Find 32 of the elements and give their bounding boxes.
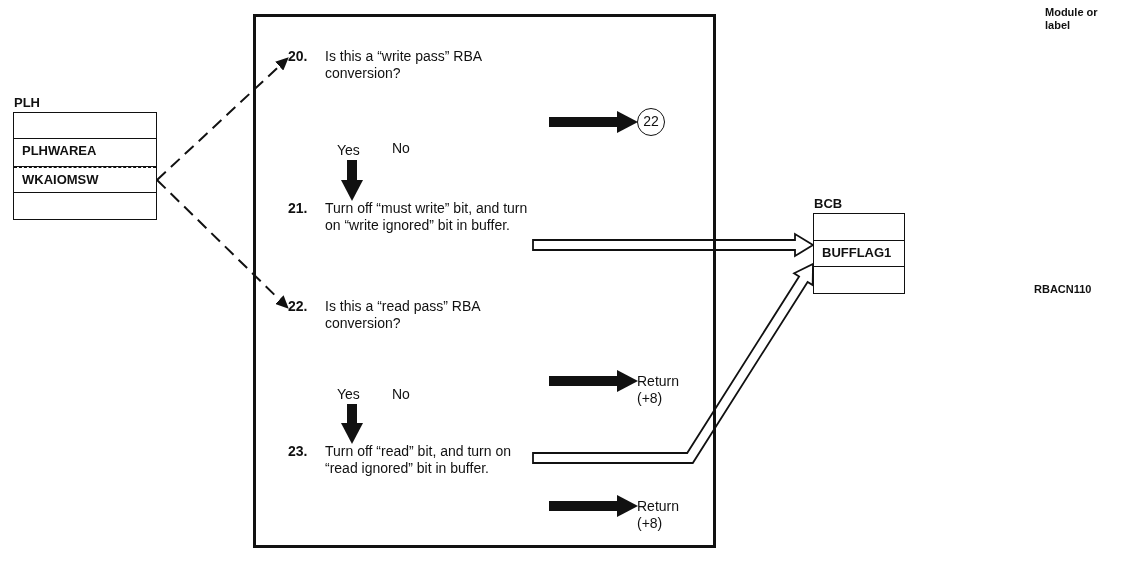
- step-number: 21.: [288, 200, 308, 216]
- field-row: WKAIOMSW: [14, 166, 156, 193]
- hollow-arrow: [532, 232, 815, 258]
- module-frame: [253, 14, 716, 548]
- step-text: Is this a “read pass” RBA conversion?: [325, 298, 482, 332]
- block-arrow: [549, 370, 638, 392]
- return-label: Return (+8): [637, 373, 693, 407]
- field-row: PLHWAREA: [14, 137, 156, 167]
- table-heading: BCB: [814, 196, 843, 211]
- table-heading: PLH: [14, 95, 40, 110]
- block-arrow: [549, 495, 638, 517]
- block-arrow: [341, 160, 363, 201]
- step-text: Is this a “write pass” RBA conversion?: [325, 48, 483, 82]
- block-arrow: [549, 111, 638, 133]
- hollow-arrow: [532, 262, 814, 464]
- connector-circle: 22: [637, 108, 665, 136]
- branch-label: Yes: [337, 142, 367, 160]
- branch-label: No: [392, 386, 411, 402]
- module-label: Module or label: [1045, 6, 1099, 32]
- step-text: Turn off “read” bit, and turn on “read ignored” bit in buffer.: [325, 443, 512, 477]
- step-number: 23.: [288, 443, 308, 459]
- branch-label: No: [392, 140, 411, 156]
- step-text: Turn off “must write” bit, and turn on “write ignored” bit in buffer.: [325, 200, 529, 234]
- field-row: BUFFLAG1: [814, 239, 904, 267]
- dashed-arrow: [156, 57, 289, 181]
- module-label: RBACN110: [1034, 283, 1093, 296]
- step-number: 22.: [288, 298, 308, 314]
- branch-label: Yes: [337, 386, 367, 404]
- return-label: Return (+8): [637, 498, 693, 532]
- block-arrow: [341, 404, 363, 444]
- dashed-arrow: [156, 179, 289, 309]
- step-number: 20.: [288, 48, 308, 64]
